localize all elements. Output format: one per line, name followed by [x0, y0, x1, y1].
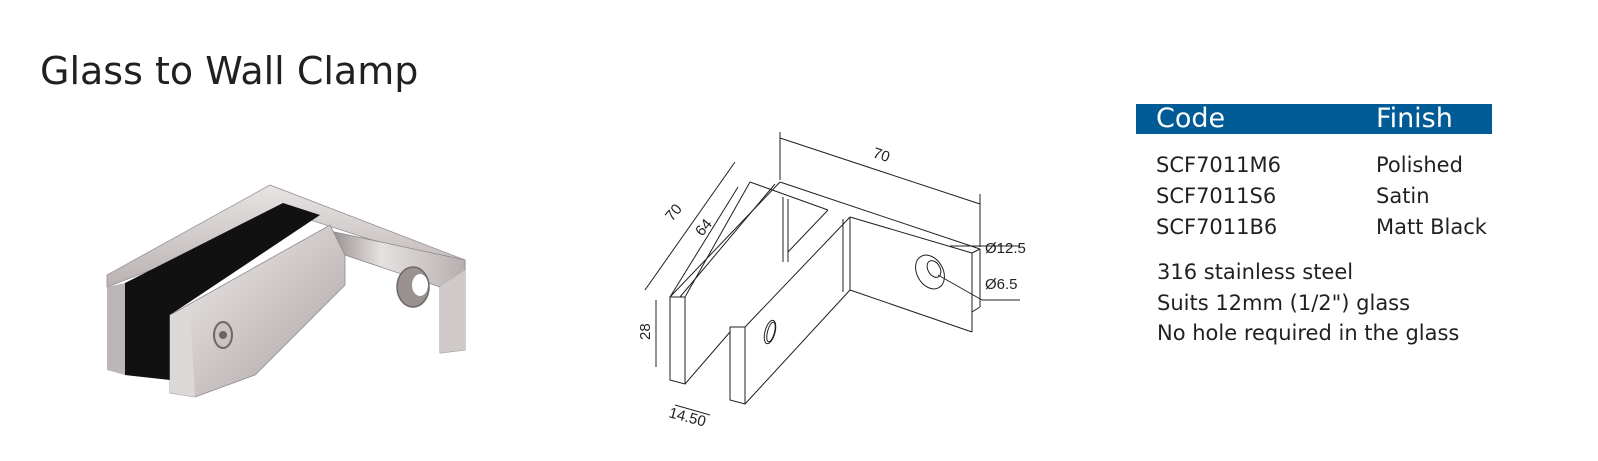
product-code: SCF7011M6: [1156, 153, 1281, 177]
product-photo: [106, 184, 466, 398]
svg-text:70: 70: [662, 201, 686, 225]
note-no-hole: No hole required in the glass: [1157, 321, 1460, 345]
spec-table: Code Finish SCF7011M6 Polished SCF7011S6…: [1136, 103, 1492, 349]
table-row: SCF7011M6 Polished: [1136, 152, 1492, 183]
svg-text:64: 64: [692, 216, 716, 240]
header-code: Code: [1156, 103, 1226, 134]
spec-table-header: Code Finish: [1136, 103, 1492, 134]
product-finish: Matt Black: [1376, 215, 1487, 239]
technical-drawing: 70 70 64 28 14.50 Ø12.5 Ø6.5: [637, 132, 1026, 431]
product-finish: Polished: [1376, 153, 1463, 177]
spec-notes: 316 stainless steel Suits 12mm (1/2") gl…: [1136, 257, 1492, 349]
svg-text:Ø6.5: Ø6.5: [985, 276, 1018, 293]
product-code: SCF7011B6: [1156, 215, 1278, 239]
svg-text:14.50: 14.50: [667, 404, 708, 430]
product-code: SCF7011S6: [1156, 184, 1277, 208]
table-row: SCF7011S6 Satin: [1136, 183, 1492, 214]
svg-text:Ø12.5: Ø12.5: [985, 240, 1026, 257]
page-title: Glass to Wall Clamp: [40, 49, 419, 93]
svg-text:28: 28: [637, 323, 654, 340]
note-glass-size: Suits 12mm (1/2") glass: [1157, 290, 1411, 315]
product-finish: Satin: [1376, 184, 1430, 208]
spec-rows: SCF7011M6 Polished SCF7011S6 Satin SCF70…: [1136, 152, 1492, 245]
header-finish: Finish: [1376, 103, 1453, 134]
note-material: 316 stainless steel: [1157, 260, 1354, 284]
table-row: SCF7011B6 Matt Black: [1136, 214, 1492, 245]
svg-text:70: 70: [871, 145, 892, 166]
